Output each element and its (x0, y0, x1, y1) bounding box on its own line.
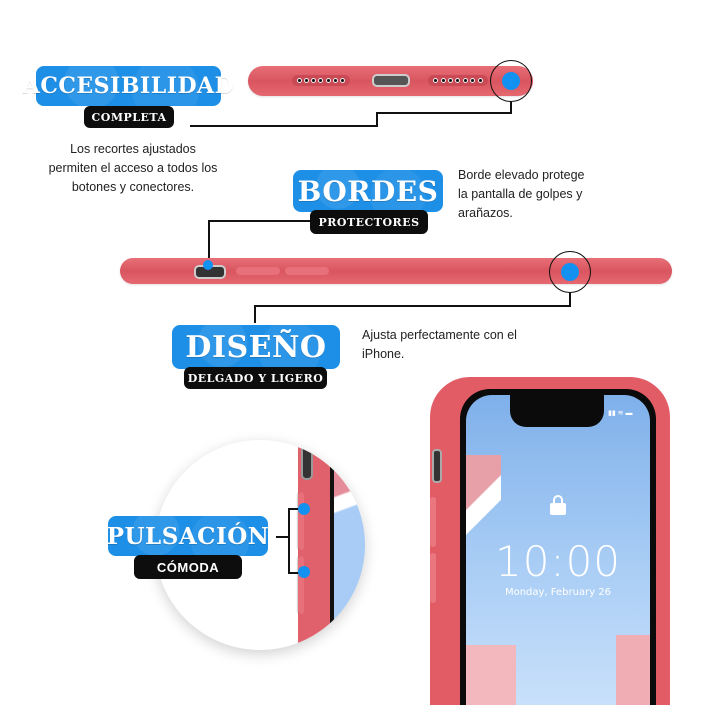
lightning-port-cutout (372, 74, 410, 87)
volume-down-button (430, 553, 436, 603)
connector-line (288, 572, 302, 574)
wallpaper-building-left (466, 455, 501, 565)
marker-dot (298, 503, 310, 515)
description-line: iPhone. (362, 347, 405, 361)
screen-closeup (334, 440, 365, 650)
connector-line (288, 508, 290, 574)
status-bar-icons: ▮▮ ≋ ▬ (608, 409, 633, 417)
marker-dot (298, 566, 310, 578)
phone-with-case: ▮▮ ≋ ▬ 10:00 Monday, February 26 (430, 377, 670, 705)
bezel-closeup (330, 440, 334, 650)
mute-switch (432, 449, 442, 483)
description-line: Borde elevado protege (458, 168, 585, 182)
wifi-icon: ≋ (617, 410, 624, 417)
connector-line (569, 292, 571, 306)
connector-line (376, 112, 378, 127)
button-nub (236, 267, 280, 275)
description-line: permiten el acceso a todos los (48, 161, 218, 175)
connector-line (376, 112, 512, 114)
description-line: Ajusta perfectamente con el (362, 328, 517, 342)
battery-icon: ▬ (625, 410, 633, 417)
marker-dot (502, 72, 520, 90)
phone-notch (510, 395, 604, 427)
feature-title-pulsacion: PULSACIÓN (107, 516, 269, 556)
volume-up-closeup (298, 492, 304, 550)
lock-screen-date: Monday, February 26 (504, 587, 612, 598)
speaker-grille-right (428, 75, 488, 86)
feature-subtitle-protectores: PROTECTORES (310, 210, 428, 234)
wallpaper-building-right (616, 635, 650, 705)
feature-title-diseno: DISEÑO (172, 325, 340, 369)
connector-line (276, 536, 288, 538)
description-line: botones y conectores. (71, 180, 195, 194)
feature-subtitle-comoda: CÓMODA (134, 555, 242, 579)
description-line: la pantalla de golpes y (458, 187, 583, 201)
lock-screen: ▮▮ ≋ ▬ 10:00 Monday, February 26 (466, 395, 650, 705)
phone-bezel: ▮▮ ≋ ▬ 10:00 Monday, February 26 (460, 389, 656, 705)
marker-dot (203, 260, 213, 270)
volume-down-closeup (298, 556, 304, 614)
feature-description-accesibilidad: Los recortes ajustados permiten el acces… (28, 140, 238, 197)
feature-title-accesibilidad: ACCESIBILIDAD (23, 66, 234, 106)
button-nub (285, 267, 329, 275)
lock-icon (550, 495, 566, 515)
marker-dot (561, 263, 579, 281)
wallpaper-building-bottom (466, 645, 516, 705)
description-line: Los recortes ajustados (70, 142, 196, 156)
connector-line (510, 101, 512, 113)
connector-line (208, 220, 310, 222)
connector-line (254, 305, 256, 323)
volume-up-button (430, 497, 436, 547)
connector-line (288, 508, 302, 510)
connector-line (254, 305, 571, 307)
speaker-grille-left (292, 75, 350, 86)
feature-subtitle-completa: COMPLETA (84, 106, 174, 128)
signal-icon: ▮▮ (608, 410, 616, 417)
feature-description-bordes: Borde elevado protege la pantalla de gol… (458, 166, 618, 223)
lock-screen-time: 10:00 (494, 537, 622, 586)
feature-description-diseno: Ajusta perfectamente con el iPhone. (362, 326, 552, 364)
connector-line (208, 220, 210, 264)
feature-subtitle-delgado-ligero: DELGADO Y LIGERO (184, 367, 327, 389)
feature-title-bordes: BORDES (293, 170, 443, 212)
description-line: arañazos. (458, 206, 513, 220)
mute-switch-closeup (301, 444, 313, 480)
connector-line (190, 125, 378, 127)
